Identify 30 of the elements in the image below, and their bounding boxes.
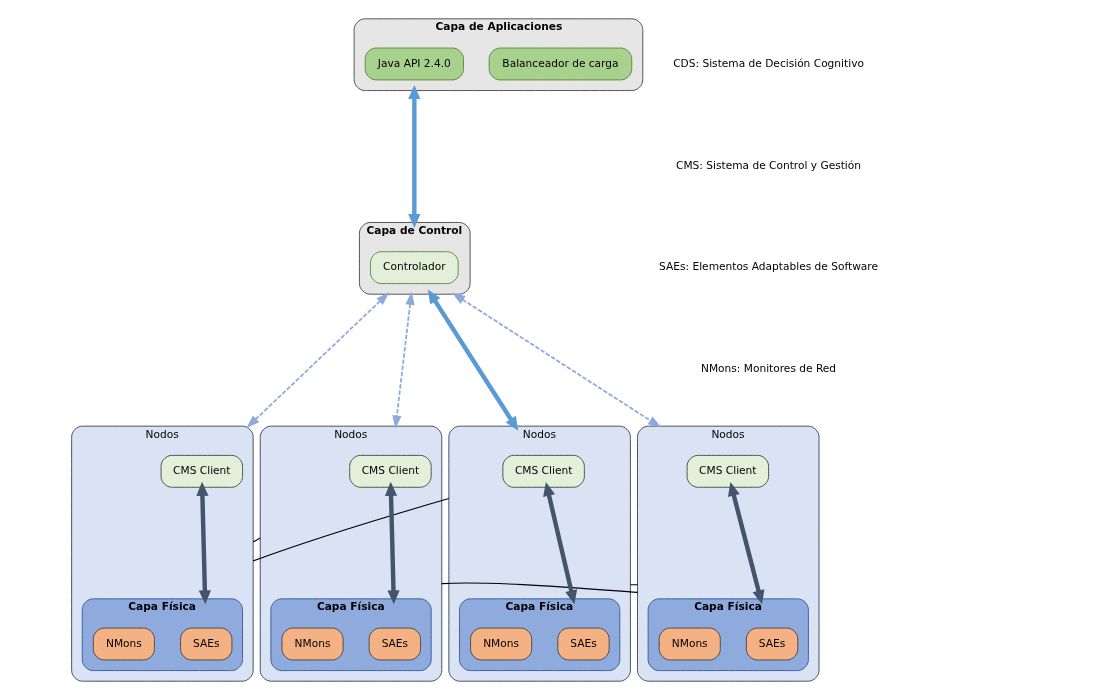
connector (252, 498, 450, 562)
arrow (246, 292, 390, 428)
label: NMons: Monitores de Red (701, 362, 837, 376)
connector (252, 537, 261, 543)
node-box: CMS Client (686, 454, 769, 488)
node-box: SAEs (368, 627, 421, 661)
node-box: NMons (470, 627, 533, 661)
label: SAEs: Elementos Adaptables de Software (659, 260, 879, 274)
arrow (392, 291, 415, 429)
label: CDS: Sistema de Decisión Cognitivo (673, 56, 864, 70)
node-box: Java API 2.4.0 (364, 47, 464, 81)
arrow (384, 481, 400, 605)
node-box: CMS Client (349, 454, 432, 488)
node-box: SAEs (180, 627, 233, 661)
arrow (451, 292, 662, 428)
node-box: SAEs (745, 627, 799, 661)
node-box: Balanceador de carga (488, 47, 633, 81)
arrow (427, 289, 519, 431)
node-box: CMS Client (502, 454, 585, 488)
arrow (543, 482, 578, 605)
arrow (727, 482, 765, 605)
node-box: NMons (92, 627, 155, 661)
node-box: SAEs (557, 627, 610, 661)
arrow (196, 481, 211, 605)
node-box: CMS Client (160, 454, 243, 488)
node-box: NMons (281, 627, 344, 661)
node-box: Controlador (370, 251, 459, 285)
label: CMS: Sistema de Control y Gestión (676, 158, 862, 172)
arrow (408, 85, 421, 228)
node-box: NMons (658, 627, 721, 661)
